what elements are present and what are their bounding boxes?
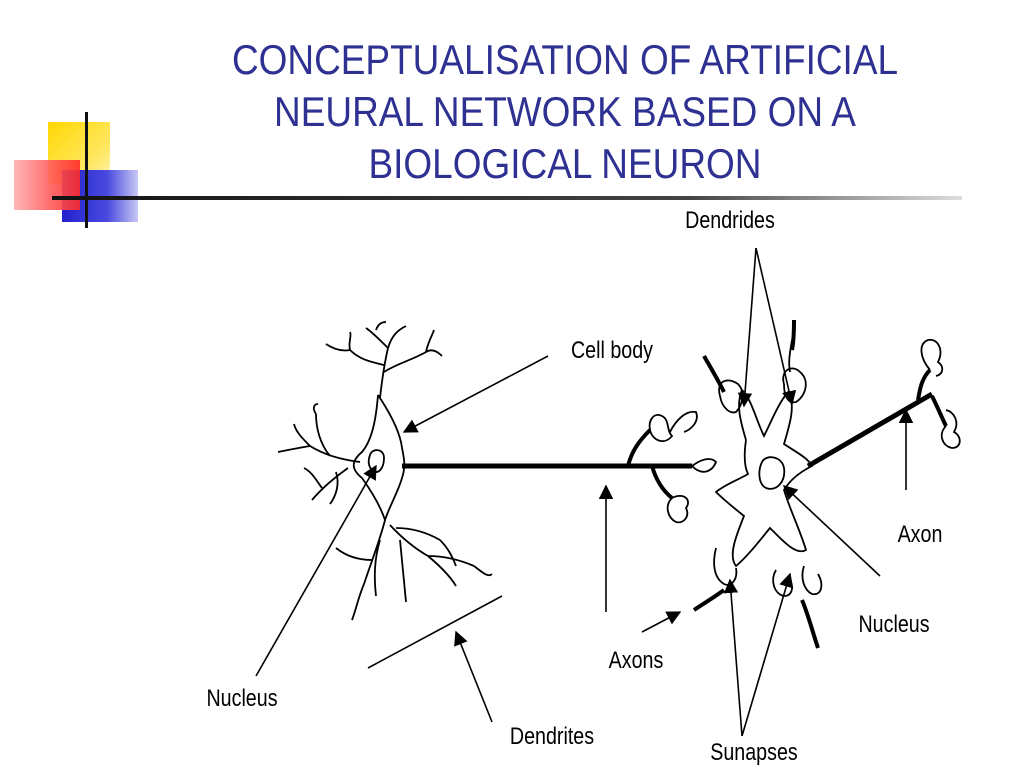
deco-vertical-line xyxy=(85,112,88,228)
label-nucleus-left: Nucleus xyxy=(206,684,277,711)
right-axon-terminals xyxy=(916,338,961,449)
axon-terminals xyxy=(626,410,718,524)
label-nucleus-right: Nucleus xyxy=(858,610,929,637)
right-axon-line xyxy=(806,391,934,469)
title-rule xyxy=(52,196,962,200)
label-dendrides: Dendrides xyxy=(685,206,775,233)
right-neuron xyxy=(692,319,823,649)
title-line-2: NEURAL NETWORK BASED ON A xyxy=(274,88,856,135)
title-line-3: BIOLOGICAL NEURON xyxy=(368,140,762,187)
label-sunapses: Sunapses xyxy=(710,738,798,765)
left-neuron xyxy=(277,321,493,621)
slide-title: CONCEPTUALISATION OF ARTIFICIAL NEURAL N… xyxy=(200,34,930,190)
title-line-1: CONCEPTUALISATION OF ARTIFICIAL xyxy=(231,36,899,83)
label-cell-body: Cell body xyxy=(571,336,653,363)
annotation-pointers xyxy=(255,247,914,737)
label-dendrites: Dendrites xyxy=(510,722,594,749)
deco-red-square xyxy=(14,160,80,210)
label-axons: Axons xyxy=(609,646,664,673)
label-axon: Axon xyxy=(898,520,943,547)
